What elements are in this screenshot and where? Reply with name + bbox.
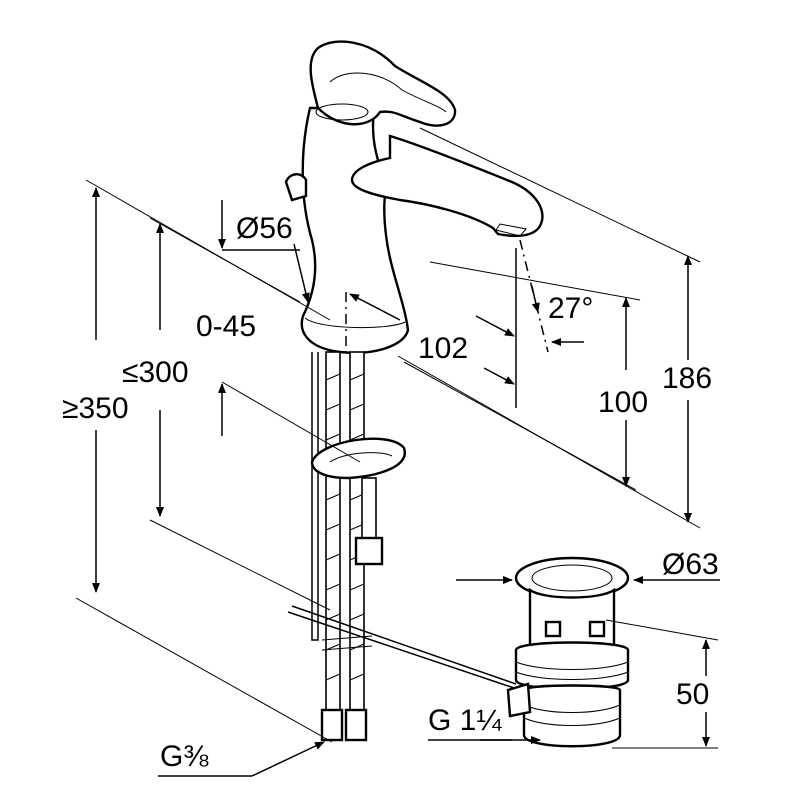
label-max-300: ≤300	[122, 356, 189, 389]
waste-fitting	[506, 556, 630, 748]
label-dia-63: Ø63	[662, 548, 719, 581]
label-swivel-range: 0-45	[196, 310, 256, 343]
label-spout-height: 100	[598, 386, 648, 419]
label-dia-56: Ø56	[236, 212, 293, 245]
dimension-lines	[75, 127, 720, 777]
faucet	[284, 40, 544, 354]
label-thread-hose: G⅜	[160, 740, 209, 773]
label-waste-height: 50	[676, 678, 709, 711]
label-angle: 27°	[548, 292, 593, 325]
dimension-labels: Ø56 0-45 102 27° 100 186 ≤300 ≥350 Ø63 5…	[62, 212, 719, 773]
label-total-height: 186	[662, 362, 712, 395]
supply-hoses	[287, 351, 521, 742]
label-thread-waste: G 1¼	[428, 704, 502, 737]
label-min-350: ≥350	[62, 392, 129, 425]
label-spout-reach: 102	[418, 332, 468, 365]
